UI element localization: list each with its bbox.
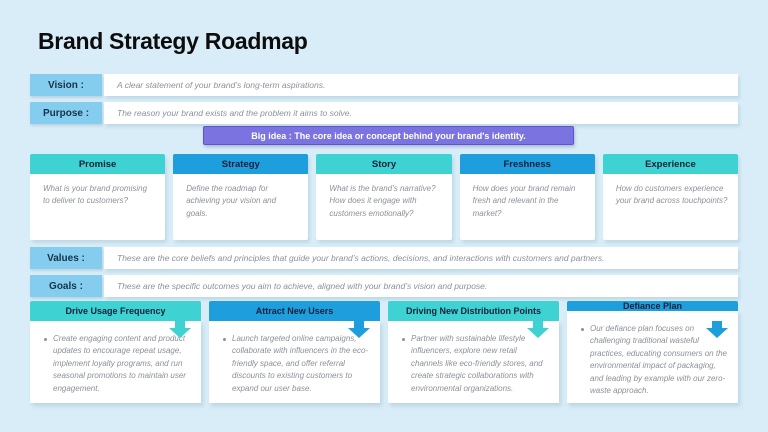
plan-drive-usage-frequency-title: Drive Usage Frequency	[30, 301, 201, 321]
plan-attract-new-users: Attract New Users Launch targeted online…	[209, 301, 380, 403]
pillar-strategy-text: Define the roadmap for achieving your vi…	[173, 174, 309, 240]
page-title: Brand Strategy Roadmap	[38, 28, 308, 54]
plan-attract-new-users-title: Attract New Users	[209, 301, 380, 321]
pillar-experience: Experience How do customers experience y…	[602, 154, 739, 240]
plan-driving-new-distribution-points: Driving New Distribution Points Partner …	[388, 301, 559, 403]
pillar-experience-text: How do customers experience your brand a…	[602, 174, 739, 240]
purpose-row: Purpose : The reason your brand exists a…	[30, 102, 738, 124]
purpose-label: Purpose :	[30, 102, 102, 124]
list-item: Our defiance plan focuses on challenging…	[577, 323, 728, 397]
big-idea-banner: Big idea : The core idea or concept behi…	[203, 126, 574, 145]
list-item: Launch targeted online campaigns, collab…	[219, 333, 370, 395]
pillar-promise-text: What is your brand promising to deliver …	[30, 174, 166, 240]
plan-defiance-plan-text: Our defiance plan focuses on challenging…	[590, 324, 727, 395]
plan-defiance-plan-title: Defiance Plan	[567, 301, 738, 311]
pillar-strategy: Strategy Define the roadmap for achievin…	[173, 154, 309, 240]
list-item: Create engaging content and product upda…	[40, 333, 191, 395]
goals-text: These are the specific outcomes you aim …	[104, 275, 738, 297]
bullet-icon	[223, 338, 226, 341]
pillar-freshness-title: Freshness	[459, 154, 595, 174]
goals-row: Goals : These are the specific outcomes …	[30, 275, 738, 297]
plan-attract-new-users-text: Launch targeted online campaigns, collab…	[232, 334, 369, 393]
pillar-cards: Promise What is your brand promising to …	[30, 154, 739, 240]
goals-label: Goals :	[30, 275, 102, 297]
bullet-icon	[44, 338, 47, 341]
values-label: Values :	[30, 247, 102, 269]
pillar-story-title: Story	[316, 154, 452, 174]
bullet-icon	[581, 328, 584, 331]
plan-drive-usage-frequency-text: Create engaging content and product upda…	[53, 334, 186, 393]
values-row: Values : These are the core beliefs and …	[30, 247, 738, 269]
plan-cards: Drive Usage Frequency Create engaging co…	[30, 301, 738, 404]
values-text: These are the core beliefs and principle…	[104, 247, 738, 269]
down-arrow-icon	[169, 321, 191, 338]
pillar-promise: Promise What is your brand promising to …	[30, 154, 166, 240]
down-arrow-icon	[527, 321, 549, 338]
plan-defiance-plan: Defiance Plan Our defiance plan focuses …	[567, 301, 738, 404]
plan-drive-usage-frequency: Drive Usage Frequency Create engaging co…	[30, 301, 201, 403]
plan-driving-new-distribution-points-text: Partner with sustainable lifestyle influ…	[411, 334, 543, 393]
vision-label: Vision :	[30, 74, 102, 96]
purpose-text: The reason your brand exists and the pro…	[104, 102, 738, 124]
plan-defiance-plan-body: Our defiance plan focuses on challenging…	[567, 311, 738, 404]
pillar-freshness: Freshness How does your brand remain fre…	[459, 154, 595, 240]
vision-row: Vision : A clear statement of your brand…	[30, 74, 738, 96]
down-arrow-icon	[706, 321, 728, 338]
pillar-story: Story What is the brand’s narrative? How…	[316, 154, 452, 240]
bullet-icon	[402, 338, 405, 341]
pillar-freshness-text: How does your brand remain fresh and rel…	[459, 174, 595, 240]
list-item: Partner with sustainable lifestyle influ…	[398, 333, 549, 395]
pillar-experience-title: Experience	[602, 154, 739, 174]
vision-text: A clear statement of your brand’s long-t…	[104, 74, 738, 96]
pillar-story-text: What is the brand’s narrative? How does …	[316, 174, 452, 240]
plan-attract-new-users-body: Launch targeted online campaigns, collab…	[209, 321, 380, 403]
pillar-strategy-title: Strategy	[173, 154, 309, 174]
pillar-promise-title: Promise	[30, 154, 166, 174]
down-arrow-icon	[348, 321, 370, 338]
plan-driving-new-distribution-points-title: Driving New Distribution Points	[388, 301, 559, 321]
